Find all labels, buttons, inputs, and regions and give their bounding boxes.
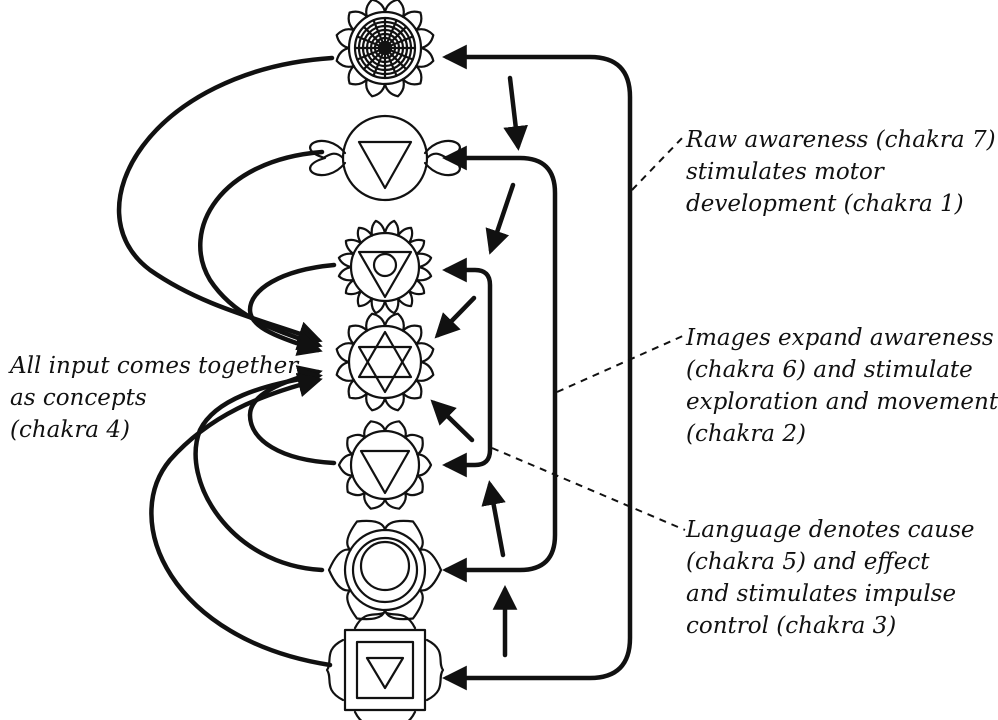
annotation-images-line-2: (chakra 6) and stimulate: [686, 357, 973, 383]
petal-ring: [327, 519, 443, 621]
throat-outer-circle: [349, 231, 421, 303]
loop-thirdeye-sacral: [442, 145, 558, 583]
loop-crown-root: [442, 44, 633, 691]
loop-throat-solar: [442, 257, 493, 478]
throat-triangle: [357, 250, 413, 299]
petal-ring: [337, 219, 433, 315]
arc-third-eye-to-heart: [198, 149, 325, 351]
hexagram-up: [357, 330, 413, 379]
petal-ring: [335, 0, 435, 98]
left-arcs: [116, 55, 337, 668]
annotation-language-line-4: control (chakra 3): [686, 613, 897, 639]
sacral-mid-circle: [351, 536, 419, 604]
solar-outer-circle: [349, 429, 421, 501]
annotation-raw-line-3: development (chakra 1): [686, 191, 964, 217]
right-loops: [430, 44, 633, 691]
arrow-down-3: [434, 295, 477, 339]
root-chakra-icon: [325, 610, 445, 720]
annotation-language: Language denotes cause (chakra 5) and ef…: [686, 514, 974, 642]
annotation-raw-awareness: Raw awareness (chakra 7) stimulates moto…: [686, 124, 996, 220]
annotation-language-line-1: Language denotes cause: [686, 517, 975, 543]
annotation-left-line-2: as concepts: [10, 385, 147, 411]
arrow-down-2: [485, 182, 516, 255]
crown-spokes: [353, 16, 417, 80]
arrow-down-1: [503, 75, 528, 151]
heart-chakra-icon: [335, 312, 435, 412]
annotation-images-line-3: exploration and movement: [686, 389, 998, 415]
annotation-language-line-3: and stimulates impulse: [686, 581, 957, 607]
arc-root-to-heart: [149, 372, 333, 668]
annotation-images-line-4: (chakra 2): [686, 421, 806, 447]
leader-raw-awareness: [631, 134, 686, 191]
leader-images: [556, 334, 686, 393]
solar-plexus-chakra-icon: [337, 420, 433, 510]
leader-language: [491, 447, 686, 531]
annotation-language-line-2: (chakra 5) and effect: [686, 549, 930, 575]
arrow-up-2: [481, 480, 506, 558]
solar-triangle: [359, 449, 411, 495]
arc-throat-to-heart: [247, 262, 337, 356]
annotation-images-line-1: Images expand awareness: [686, 325, 994, 351]
sacral-crescent-circle: [359, 540, 411, 592]
annotation-raw-line-1: Raw awareness (chakra 7): [686, 127, 996, 153]
annotation-left-line-3: (chakra 4): [10, 417, 130, 443]
heart-outer-circle: [347, 324, 423, 400]
annotation-left-line-1: All input comes together: [10, 353, 299, 379]
petal-ring: [337, 420, 433, 510]
arc-sacral-to-heart: [193, 366, 325, 573]
sacral-outer-circle: [343, 528, 427, 612]
leader-lines: [491, 134, 686, 531]
sacral-chakra-icon: [327, 519, 443, 621]
throat-inner-circle: [372, 252, 398, 278]
annotation-images: Images expand awareness (chakra 6) and s…: [686, 322, 998, 450]
hexagram-down: [357, 345, 413, 394]
arrow-up-1: [430, 399, 475, 443]
throat-chakra-icon: [337, 219, 433, 315]
third-eye-chakra-icon: [309, 114, 461, 202]
petal-ring: [335, 312, 435, 412]
annotation-raw-line-2: stimulates motor: [686, 159, 884, 185]
crown-outer-circle: [347, 10, 423, 86]
annotation-left: All input comes together as concepts (ch…: [10, 350, 298, 446]
crown-chakra-icon: [335, 0, 435, 98]
